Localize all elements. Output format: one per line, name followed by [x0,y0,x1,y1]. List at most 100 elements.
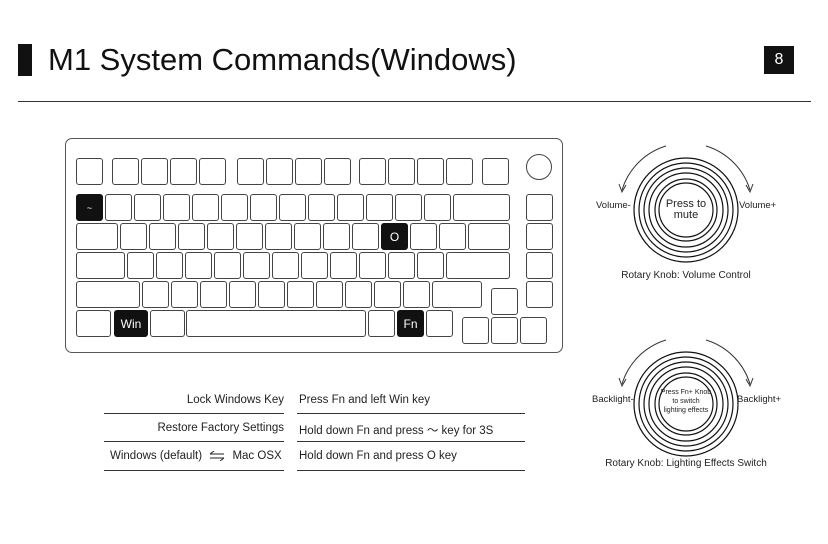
rotate-right-arrow-icon [705,339,754,388]
keycap [142,281,169,308]
keycap [171,281,198,308]
keycap [388,158,415,185]
keycap [526,281,553,308]
rotate-left-arrow-icon [618,339,667,388]
key-win: Win [114,310,148,337]
keycap [526,252,553,279]
keycap [345,281,372,308]
keycap [199,158,226,185]
keycap [150,310,185,337]
keycap [214,252,241,279]
keycap [265,223,292,250]
command-action: Hold down Fn and press O key [299,450,457,462]
keycap [446,252,510,279]
row-divider [297,413,525,414]
row-divider [104,413,284,414]
lighting-knob-text-2: to switch [672,398,700,405]
keycap [149,223,176,250]
keycap [410,223,437,250]
keycap [192,194,219,221]
keycap [156,252,183,279]
keycap [368,310,395,337]
backlight-minus-label: Backlight- [592,394,634,405]
keycap [186,310,366,337]
volume-minus-label: Volume- [596,200,631,211]
keycap [359,158,386,185]
keycap [221,194,248,221]
lighting-knob-text-3: lighting effects [663,407,709,414]
command-function-left: Windows (default) [110,450,203,462]
page-title: M1 System Commands(Windows) [48,42,517,77]
title-divider [18,101,811,102]
command-function-right: Mac OSX [232,450,282,462]
keycap [366,194,393,221]
command-function: Restore Factory Settings [157,422,284,434]
keycap [446,158,473,185]
lighting-knob-text-1: Press Fn+ Knob [660,389,712,396]
row-divider [104,441,284,442]
keycap [352,223,379,250]
row-divider [297,441,525,442]
keycap [426,310,453,337]
keycap [453,194,510,221]
keycap [388,252,415,279]
keycap [185,252,212,279]
keycap [323,223,350,250]
keycap [468,223,510,250]
keycap [134,194,161,221]
backlight-plus-label: Backlight+ [737,394,782,405]
keycap [279,194,306,221]
keycap [491,288,518,315]
keycap [316,281,343,308]
keycap [120,223,147,250]
lighting-knob-caption: Rotary Knob: Lighting Effects Switch [605,458,767,469]
keycap [424,194,451,221]
row-divider [297,470,525,471]
keycap [76,310,111,337]
command-action: Press Fn and left Win key [299,394,431,406]
keycap [295,158,322,185]
volume-plus-label: Volume+ [739,200,777,211]
command-action: Hold down Fn and press 〜 key for 3S [299,425,494,437]
keycap [395,194,422,221]
keycap [207,223,234,250]
keycap [258,281,285,308]
keycap [403,281,430,308]
keycap [272,252,299,279]
keycap [432,281,482,308]
keycap [237,158,264,185]
swap-arrows-icon [209,450,225,462]
lighting-knob-diagram: Press Fn+ Knob to switch lighting effect… [592,334,800,474]
keyboard-knob [526,154,552,180]
table-row: Windows (default) Mac OSX [110,450,284,462]
keycap [163,194,190,221]
keycap [491,317,518,344]
keycap [266,158,293,185]
key-fn: Fn [397,310,424,337]
keycap [439,223,466,250]
rotate-right-arrow-icon [705,145,754,194]
keycap [287,281,314,308]
key-o: O [381,223,408,250]
keycap [141,158,168,185]
keycap [76,158,103,185]
volume-knob-rings [618,145,754,263]
keycap [200,281,227,308]
keycap [301,252,328,279]
keycap [308,194,335,221]
keycap [243,252,270,279]
volume-knob-text-2: mute [673,209,699,221]
keycap [337,194,364,221]
title-accent-bar [18,44,32,76]
keycap [76,281,140,308]
keycap [236,223,263,250]
volume-knob-caption: Rotary Knob: Volume Control [621,270,751,281]
keycap [526,223,553,250]
row-divider [104,470,284,471]
keycap [170,158,197,185]
rotate-left-arrow-icon [618,145,667,194]
keycap [526,194,553,221]
keycap [178,223,205,250]
keycap [462,317,489,344]
keycap [374,281,401,308]
